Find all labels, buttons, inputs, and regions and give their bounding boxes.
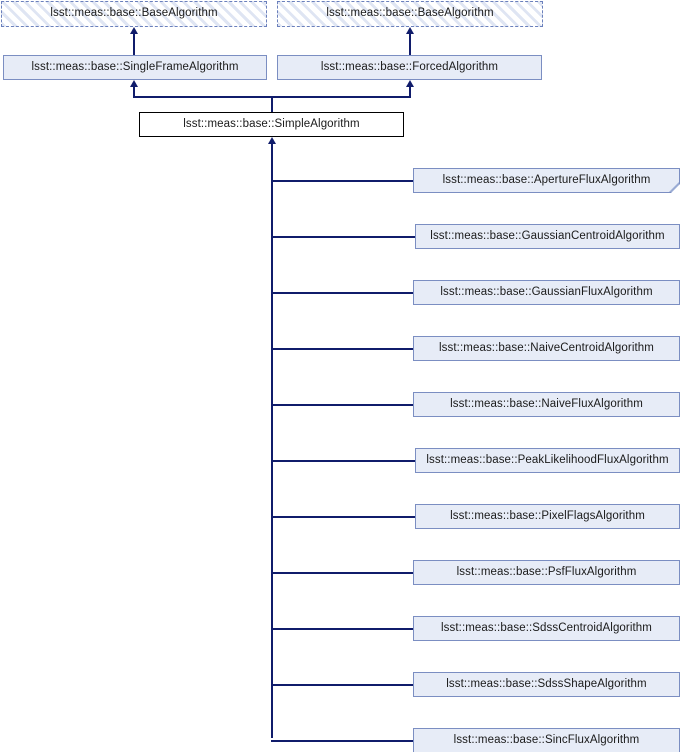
node-single-frame-algorithm[interactable]: lsst::meas::base::SingleFrameAlgorithm	[3, 55, 267, 80]
edge-singleframe-to-base	[133, 33, 135, 55]
arrowhead-singleframe-to-base	[130, 27, 138, 34]
edge-trunk-to-pixel-flags	[271, 516, 415, 518]
node-label: lsst::meas::base::BaseAlgorithm	[326, 7, 494, 20]
node-label: lsst::meas::base::BaseAlgorithm	[50, 7, 218, 20]
node-label: lsst::meas::base::SimpleAlgorithm	[183, 117, 360, 130]
node-forced-algorithm[interactable]: lsst::meas::base::ForcedAlgorithm	[277, 55, 542, 80]
arrowhead-derived-to-simple	[268, 137, 276, 144]
node-gaussian-flux-algorithm[interactable]: lsst::meas::base::GaussianFluxAlgorithm	[413, 280, 680, 305]
arrowhead-simple-to-forced	[406, 80, 414, 87]
edge-trunk-to-naive-centroid	[271, 348, 413, 350]
node-label: lsst::meas::base::NaiveFluxAlgorithm	[450, 397, 643, 410]
node-label: lsst::meas::base::NaiveCentroidAlgorithm	[439, 341, 654, 354]
node-label: lsst::meas::base::ApertureFluxAlgorithm	[442, 173, 651, 186]
edge-trunk-to-psf-flux	[271, 572, 413, 574]
node-sinc-flux-algorithm[interactable]: lsst::meas::base::SincFluxAlgorithm	[413, 728, 680, 752]
node-simple-algorithm-current[interactable]: lsst::meas::base::SimpleAlgorithm	[139, 112, 404, 137]
node-sdss-shape-algorithm[interactable]: lsst::meas::base::SdssShapeAlgorithm	[413, 672, 680, 697]
node-gaussian-centroid-algorithm[interactable]: lsst::meas::base::GaussianCentroidAlgori…	[415, 224, 680, 249]
edge-trunk-to-gaussian-flux	[271, 292, 413, 294]
edge-trunk-to-aperture-flux	[271, 180, 413, 182]
edge-trunk-to-naive-flux	[271, 404, 413, 406]
node-label: lsst::meas::base::SingleFrameAlgorithm	[31, 60, 239, 73]
node-label: lsst::meas::base::SdssShapeAlgorithm	[446, 677, 647, 690]
folded-corner-icon	[669, 182, 679, 192]
edge-derived-trunk	[271, 143, 273, 738]
edge-simple-to-forced	[409, 86, 411, 98]
node-label: lsst::meas::base::PixelFlagsAlgorithm	[450, 509, 645, 522]
node-label: lsst::meas::base::PeakLikelihoodFluxAlgo…	[426, 453, 669, 466]
node-label: lsst::meas::base::GaussianCentroidAlgori…	[430, 229, 665, 242]
node-naive-centroid-algorithm[interactable]: lsst::meas::base::NaiveCentroidAlgorithm	[413, 336, 680, 361]
node-label: lsst::meas::base::PsfFluxAlgorithm	[456, 565, 637, 578]
node-base-algorithm-right[interactable]: lsst::meas::base::BaseAlgorithm	[277, 1, 543, 27]
node-sdss-centroid-algorithm[interactable]: lsst::meas::base::SdssCentroidAlgorithm	[413, 616, 680, 641]
edge-forced-to-base	[409, 33, 411, 55]
node-label: lsst::meas::base::ForcedAlgorithm	[320, 60, 499, 73]
edge-trunk-to-peak-likelihood-flux	[271, 460, 415, 462]
edge-bus-drop-to-simple	[271, 96, 273, 112]
edge-trunk-to-sdss-shape	[271, 684, 413, 686]
node-psf-flux-algorithm[interactable]: lsst::meas::base::PsfFluxAlgorithm	[413, 560, 680, 585]
node-label: lsst::meas::base::SincFluxAlgorithm	[453, 733, 640, 746]
node-peak-likelihood-flux-algorithm[interactable]: lsst::meas::base::PeakLikelihoodFluxAlgo…	[415, 448, 680, 473]
arrowhead-simple-to-singleframe	[130, 80, 138, 87]
node-label: lsst::meas::base::GaussianFluxAlgorithm	[440, 285, 653, 298]
node-naive-flux-algorithm[interactable]: lsst::meas::base::NaiveFluxAlgorithm	[413, 392, 680, 417]
node-aperture-flux-algorithm[interactable]: lsst::meas::base::ApertureFluxAlgorithm	[413, 168, 680, 193]
edge-trunk-to-gaussian-centroid	[271, 236, 415, 238]
edge-trunk-to-sdss-centroid	[271, 628, 413, 630]
node-pixel-flags-algorithm[interactable]: lsst::meas::base::PixelFlagsAlgorithm	[415, 504, 680, 529]
edge-simple-to-singleframe	[133, 86, 135, 98]
edge-trunk-to-sinc-flux	[271, 740, 413, 742]
arrowhead-forced-to-base	[406, 27, 414, 34]
node-base-algorithm-left[interactable]: lsst::meas::base::BaseAlgorithm	[1, 1, 267, 27]
node-label: lsst::meas::base::SdssCentroidAlgorithm	[441, 621, 652, 634]
